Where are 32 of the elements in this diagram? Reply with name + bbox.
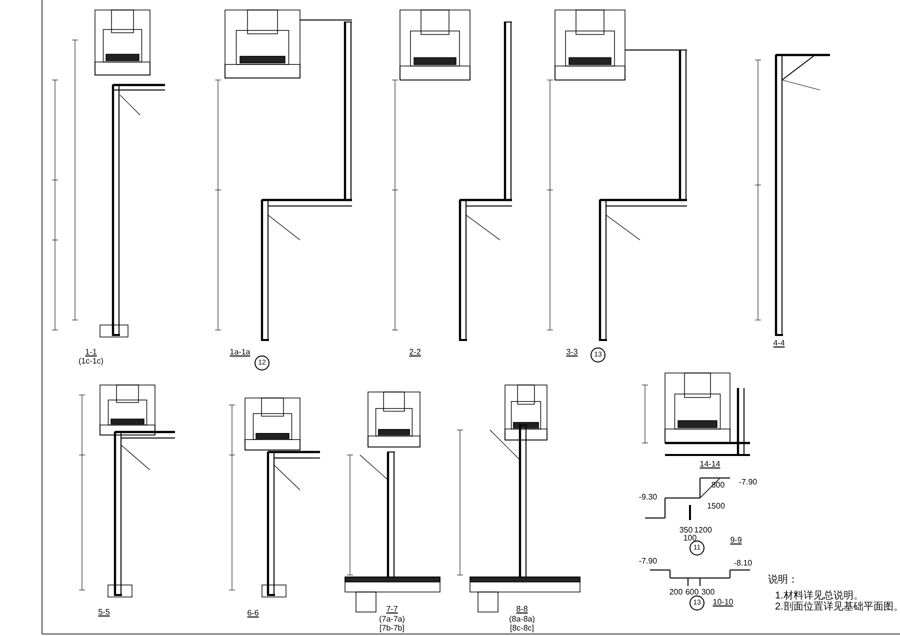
section-title: 10-10 bbox=[712, 598, 734, 606]
section-title: 14-14 bbox=[700, 460, 720, 468]
dimension-text: [7b-7b] bbox=[380, 624, 404, 632]
dimension-text: -8.10 bbox=[734, 558, 752, 568]
dimension-text: -7.90 bbox=[738, 478, 758, 486]
note-text: 说明： bbox=[768, 574, 798, 586]
dimension-text: 100 bbox=[683, 534, 697, 542]
dimension-text: -7.90 bbox=[638, 556, 658, 566]
section-title: 4-4 bbox=[773, 338, 785, 348]
note-text: 2.剖面位置详见基础平面图。 bbox=[775, 602, 900, 612]
section-title: 5-5 bbox=[98, 608, 110, 616]
dimension-text: 300 bbox=[701, 588, 715, 596]
dimension-text: 200 bbox=[669, 588, 683, 596]
dimension-text: -9.30 bbox=[638, 492, 658, 502]
section-title: 9-9 bbox=[730, 536, 742, 544]
dimension-text: 1500 bbox=[707, 502, 725, 510]
dimension-text: 350 bbox=[679, 526, 693, 534]
section-title: 1-1 bbox=[85, 348, 97, 356]
dimension-text: 1200 bbox=[694, 526, 712, 534]
dimension-text: (7a-7a) bbox=[379, 614, 405, 624]
section-title: 2-2 bbox=[409, 348, 421, 356]
section-title: 6-6 bbox=[247, 608, 259, 618]
dimension-text: (1c-1c) bbox=[78, 356, 104, 366]
note-text: 1.材料详见总说明。 bbox=[775, 590, 864, 602]
section-title: 3-3 bbox=[566, 348, 578, 356]
dimension-text: 800 bbox=[711, 480, 725, 490]
section-title: 8-8 bbox=[516, 604, 528, 614]
dimension-text: [8c-8c] bbox=[510, 624, 534, 632]
dimension-text: (8a-8a) bbox=[509, 614, 535, 624]
section-title: 7-7 bbox=[386, 604, 398, 614]
section-title: 1a-1a bbox=[230, 348, 250, 356]
dimension-text: 600 bbox=[685, 588, 699, 596]
